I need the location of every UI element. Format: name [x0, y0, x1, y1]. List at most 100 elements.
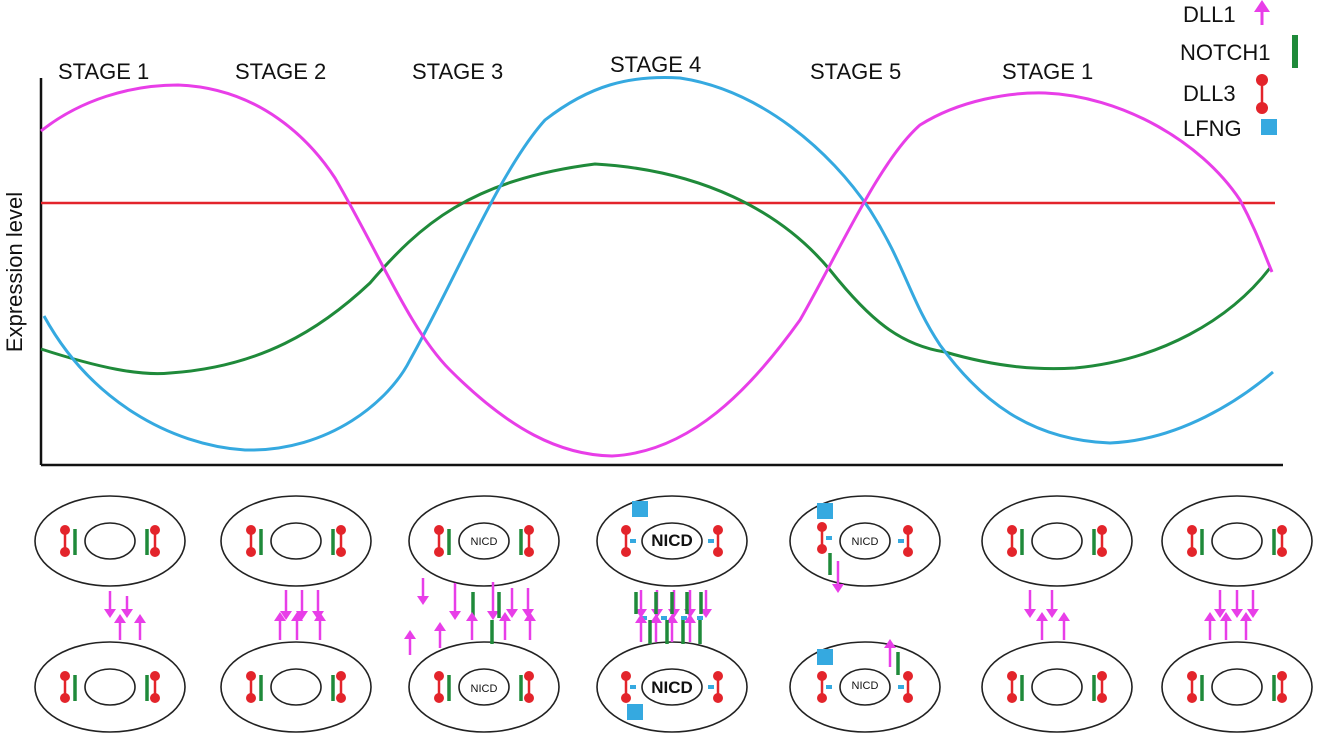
dll1-arrow-head — [1214, 609, 1226, 618]
dll1-arrow-head — [274, 612, 286, 621]
dll1-arrow-head — [684, 614, 696, 623]
dll3-knob — [1277, 671, 1287, 681]
dumbbell-icon — [1256, 74, 1268, 114]
nicd-label-stage5-bottom: NICD — [852, 680, 879, 692]
dll1-arrow-head — [1240, 612, 1252, 621]
lfng-dot — [826, 685, 832, 689]
lfng-curve — [42, 76, 1274, 452]
bar-icon — [1292, 35, 1298, 68]
cell-membrane — [789, 495, 941, 587]
lfng-dot — [661, 616, 667, 620]
dll1-arrow-head — [121, 609, 133, 618]
dll1-arrow-head — [832, 584, 844, 593]
cell-nucleus — [458, 522, 510, 560]
nicd-label-stage4-top: NICD — [651, 531, 693, 550]
cell-membrane — [981, 641, 1133, 733]
dll3-knob — [150, 547, 160, 557]
dll3-knob — [1007, 547, 1017, 557]
dll1-arrow-head — [296, 611, 308, 620]
dll3-knob — [817, 522, 827, 532]
dll3-knob — [60, 671, 70, 681]
cell-nucleus — [641, 668, 703, 706]
dll1-arrow-head — [1231, 609, 1243, 618]
y-axis-label: Expression level — [2, 192, 27, 352]
cell-nucleus — [270, 522, 322, 560]
dll1-arrow-head — [506, 609, 518, 618]
dll3-knob — [150, 671, 160, 681]
dll3-knob — [1097, 525, 1107, 535]
dll1-curve — [40, 83, 1274, 458]
dll1-arrow-head — [635, 609, 647, 618]
cell-nucleus — [1211, 668, 1263, 706]
dll3-knob — [434, 671, 444, 681]
dll3-knob — [621, 671, 631, 681]
cell-membrane — [1161, 641, 1313, 733]
square-icon — [1261, 119, 1277, 135]
lfng-square — [627, 704, 643, 720]
cell-nucleus — [270, 668, 322, 706]
dll1-arrow-head — [134, 614, 146, 623]
lfng-dot — [641, 616, 647, 620]
dll3-knob — [150, 693, 160, 703]
dll3-knob — [1187, 693, 1197, 703]
dll1-arrow-head — [635, 614, 647, 623]
dll1-arrow-head — [524, 612, 536, 621]
dll3-knob — [336, 693, 346, 703]
legend-label-lfng: LFNG — [1183, 116, 1242, 141]
cell-nucleus — [84, 522, 136, 560]
dll3-knob — [524, 547, 534, 557]
cell-membrane — [34, 495, 186, 587]
dll3-knob — [1007, 671, 1017, 681]
dll3-knob — [903, 671, 913, 681]
dll3-knob — [621, 525, 631, 535]
dll3-knob — [903, 693, 913, 703]
dll3-knob — [621, 547, 631, 557]
stage-label-4: STAGE 4 — [610, 52, 701, 77]
dll3-knob — [524, 693, 534, 703]
nicd-label-stage3-bottom: NICD — [471, 683, 498, 695]
lfng-dot — [681, 616, 687, 620]
cell-nucleus — [839, 668, 891, 706]
cell-nucleus — [1031, 668, 1083, 706]
dll1-arrow-head — [499, 612, 511, 621]
dll1-arrow-head — [650, 614, 662, 623]
legend-label-dll1: DLL1 — [1183, 2, 1236, 27]
dll3-knob — [1187, 671, 1197, 681]
dll3-knob — [60, 547, 70, 557]
dll1-arrow-head — [114, 614, 126, 623]
lfng-square — [817, 649, 833, 665]
dll1-arrow-head — [417, 596, 429, 605]
legend-label-notch1: NOTCH1 — [1180, 40, 1270, 65]
dll1-arrow-head — [104, 609, 116, 618]
expression-chart: Expression level STAGE 1 STAGE 2 STAGE 3… — [2, 52, 1283, 467]
dll3-knob — [1277, 547, 1287, 557]
cell-membrane — [408, 495, 560, 587]
lfng-dot — [697, 616, 703, 620]
dll1-arrow-head — [1220, 612, 1232, 621]
dll3-knob — [1097, 671, 1107, 681]
lfng-square — [632, 501, 648, 517]
dll3-knob — [60, 693, 70, 703]
cell-membrane — [408, 641, 560, 733]
dll3-knob — [524, 525, 534, 535]
dll3-knob — [713, 693, 723, 703]
dll3-knob — [246, 693, 256, 703]
legend: DLL1 NOTCH1 DLL3 LFNG — [1180, 0, 1298, 141]
dll1-arrow-head — [522, 609, 534, 618]
dll3-knob — [713, 671, 723, 681]
lfng-dot — [898, 539, 904, 543]
dll3-knob — [621, 693, 631, 703]
stage-label-6: STAGE 1 — [1002, 59, 1093, 84]
dll1-arrow-head — [1036, 612, 1048, 621]
dll3-knob — [903, 525, 913, 535]
dll1-arrow-head — [1204, 612, 1216, 621]
dll1-arrow-head — [668, 609, 680, 618]
dll1-arrow-head — [280, 611, 292, 620]
dll3-knob — [434, 525, 444, 535]
dll3-knob — [434, 547, 444, 557]
cell-membrane — [789, 641, 941, 733]
lfng-dot — [708, 685, 714, 689]
nicd-label-stage3-top: NICD — [471, 536, 498, 548]
dll1-arrow-head — [404, 630, 416, 639]
